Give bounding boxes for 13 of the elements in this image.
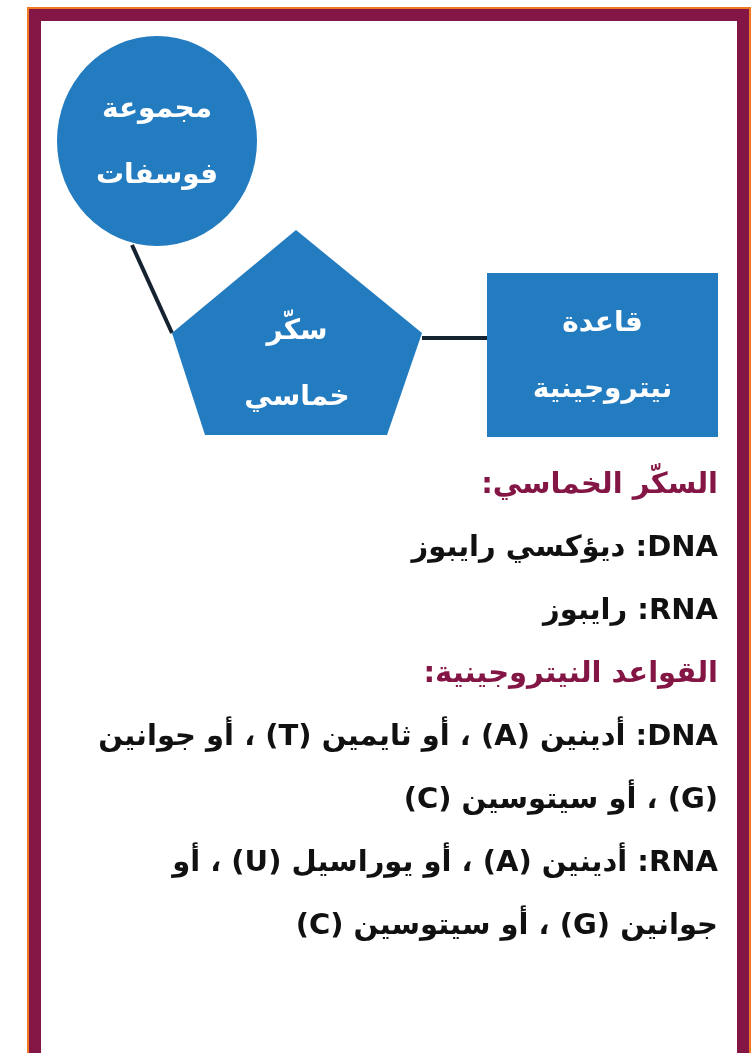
connector-line [130, 244, 174, 334]
sugar-pentagon [172, 230, 422, 435]
text-line: RNA: رايبوز [540, 591, 718, 628]
section-heading: السكّر الخماسي: [88, 452, 718, 515]
base-box [487, 273, 718, 437]
text-line: RNA: أدينين (A) ، أو يوراسيل (U) ، أو جوانين (G) ، أو سيتوسين (C) [170, 841, 718, 943]
node-label: سكّر خماسي [232, 236, 362, 429]
text-line: DNA: ديؤكسي رايبوز [409, 528, 718, 565]
node-label: مجموعة فوسفات [94, 90, 220, 192]
connector-line [422, 336, 487, 340]
section-heading: القواعد النيتروجينية: [422, 654, 718, 691]
text-line: DNA: أدينين (A) ، أو ثايمين (T) ، أو جوانين (G) ، أو سيتوسين (C) [97, 715, 718, 817]
node-label: قاعدة نيتروجينية [531, 304, 674, 406]
